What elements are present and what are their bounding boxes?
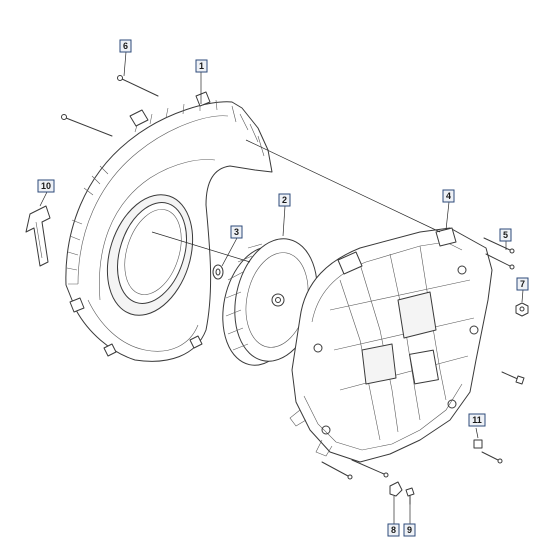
- callout-label: 6: [123, 41, 128, 51]
- callout-5: 5: [499, 228, 512, 242]
- callout-6: 6: [119, 39, 132, 53]
- side-bracket: [25, 205, 51, 267]
- callout-7: 7: [516, 277, 529, 291]
- callout-4: 4: [442, 189, 455, 203]
- callout-8: 8: [387, 523, 400, 537]
- washer: [212, 264, 224, 280]
- callout-label: 7: [520, 279, 525, 289]
- screws: [61, 75, 529, 505]
- callout-label: 5: [503, 230, 508, 240]
- callout-3: 3: [230, 225, 243, 239]
- callout-label: 3: [234, 227, 239, 237]
- callout-1: 1: [195, 59, 208, 73]
- fan-housing-cover: [65, 91, 273, 362]
- callout-2: 2: [278, 193, 291, 207]
- callout-label: 8: [391, 525, 396, 535]
- callout-label: 4: [446, 191, 451, 201]
- callout-label: 1: [199, 61, 204, 71]
- callout-label: 9: [407, 525, 412, 535]
- engine-side-housing: [289, 227, 493, 463]
- leader-lines: [39, 51, 524, 524]
- callout-label: 2: [282, 195, 287, 205]
- callout-9: 9: [403, 523, 416, 537]
- callout-10: 10: [37, 179, 55, 193]
- callout-label: 11: [472, 415, 482, 425]
- callout-11: 11: [468, 413, 486, 427]
- callout-label: 10: [41, 181, 51, 191]
- impeller-fan-wheel: [222, 238, 318, 366]
